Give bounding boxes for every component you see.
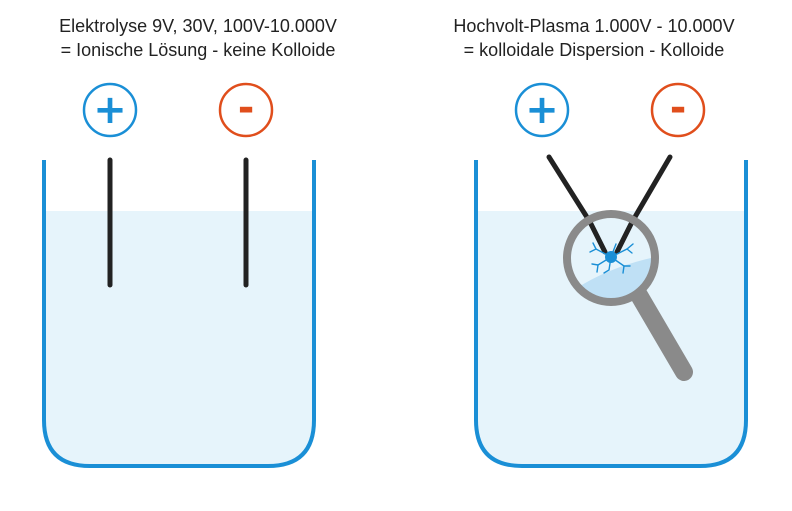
plasma-spark-icon xyxy=(589,242,634,274)
right-plus-badge: + xyxy=(514,82,570,138)
right-negative-electrode-icon xyxy=(629,154,673,225)
left-minus-label: - xyxy=(238,85,255,131)
magnifier-handle xyxy=(627,281,693,381)
left-title-line1: Elektrolyse 9V, 30V, 100V-10.000V xyxy=(59,16,337,36)
right-container xyxy=(474,160,748,468)
right-beaker-icon xyxy=(474,160,748,468)
left-liquid xyxy=(44,211,314,466)
magnifier-icon xyxy=(563,210,659,306)
right-panel-title: Hochvolt-Plasma 1.000V - 10.000V = kollo… xyxy=(396,14,792,62)
left-container xyxy=(42,160,316,468)
right-minus-badge: - xyxy=(650,82,706,138)
right-minus-label: - xyxy=(670,85,687,131)
left-beaker-icon xyxy=(42,160,316,468)
right-title-line2: = kolloidale Dispersion - Kolloide xyxy=(463,40,725,60)
left-plus-badge: + xyxy=(82,82,138,138)
left-title-line2: = Ionische Lösung - keine Kolloide xyxy=(60,40,336,60)
right-title-line1: Hochvolt-Plasma 1.000V - 10.000V xyxy=(453,16,735,36)
right-liquid xyxy=(476,211,746,466)
left-panel-title: Elektrolyse 9V, 30V, 100V-10.000V = Ioni… xyxy=(0,14,396,62)
right-plus-label: + xyxy=(525,87,559,133)
left-minus-badge: - xyxy=(218,82,274,138)
left-plus-label: + xyxy=(93,87,127,133)
right-positive-electrode-icon xyxy=(546,154,593,225)
